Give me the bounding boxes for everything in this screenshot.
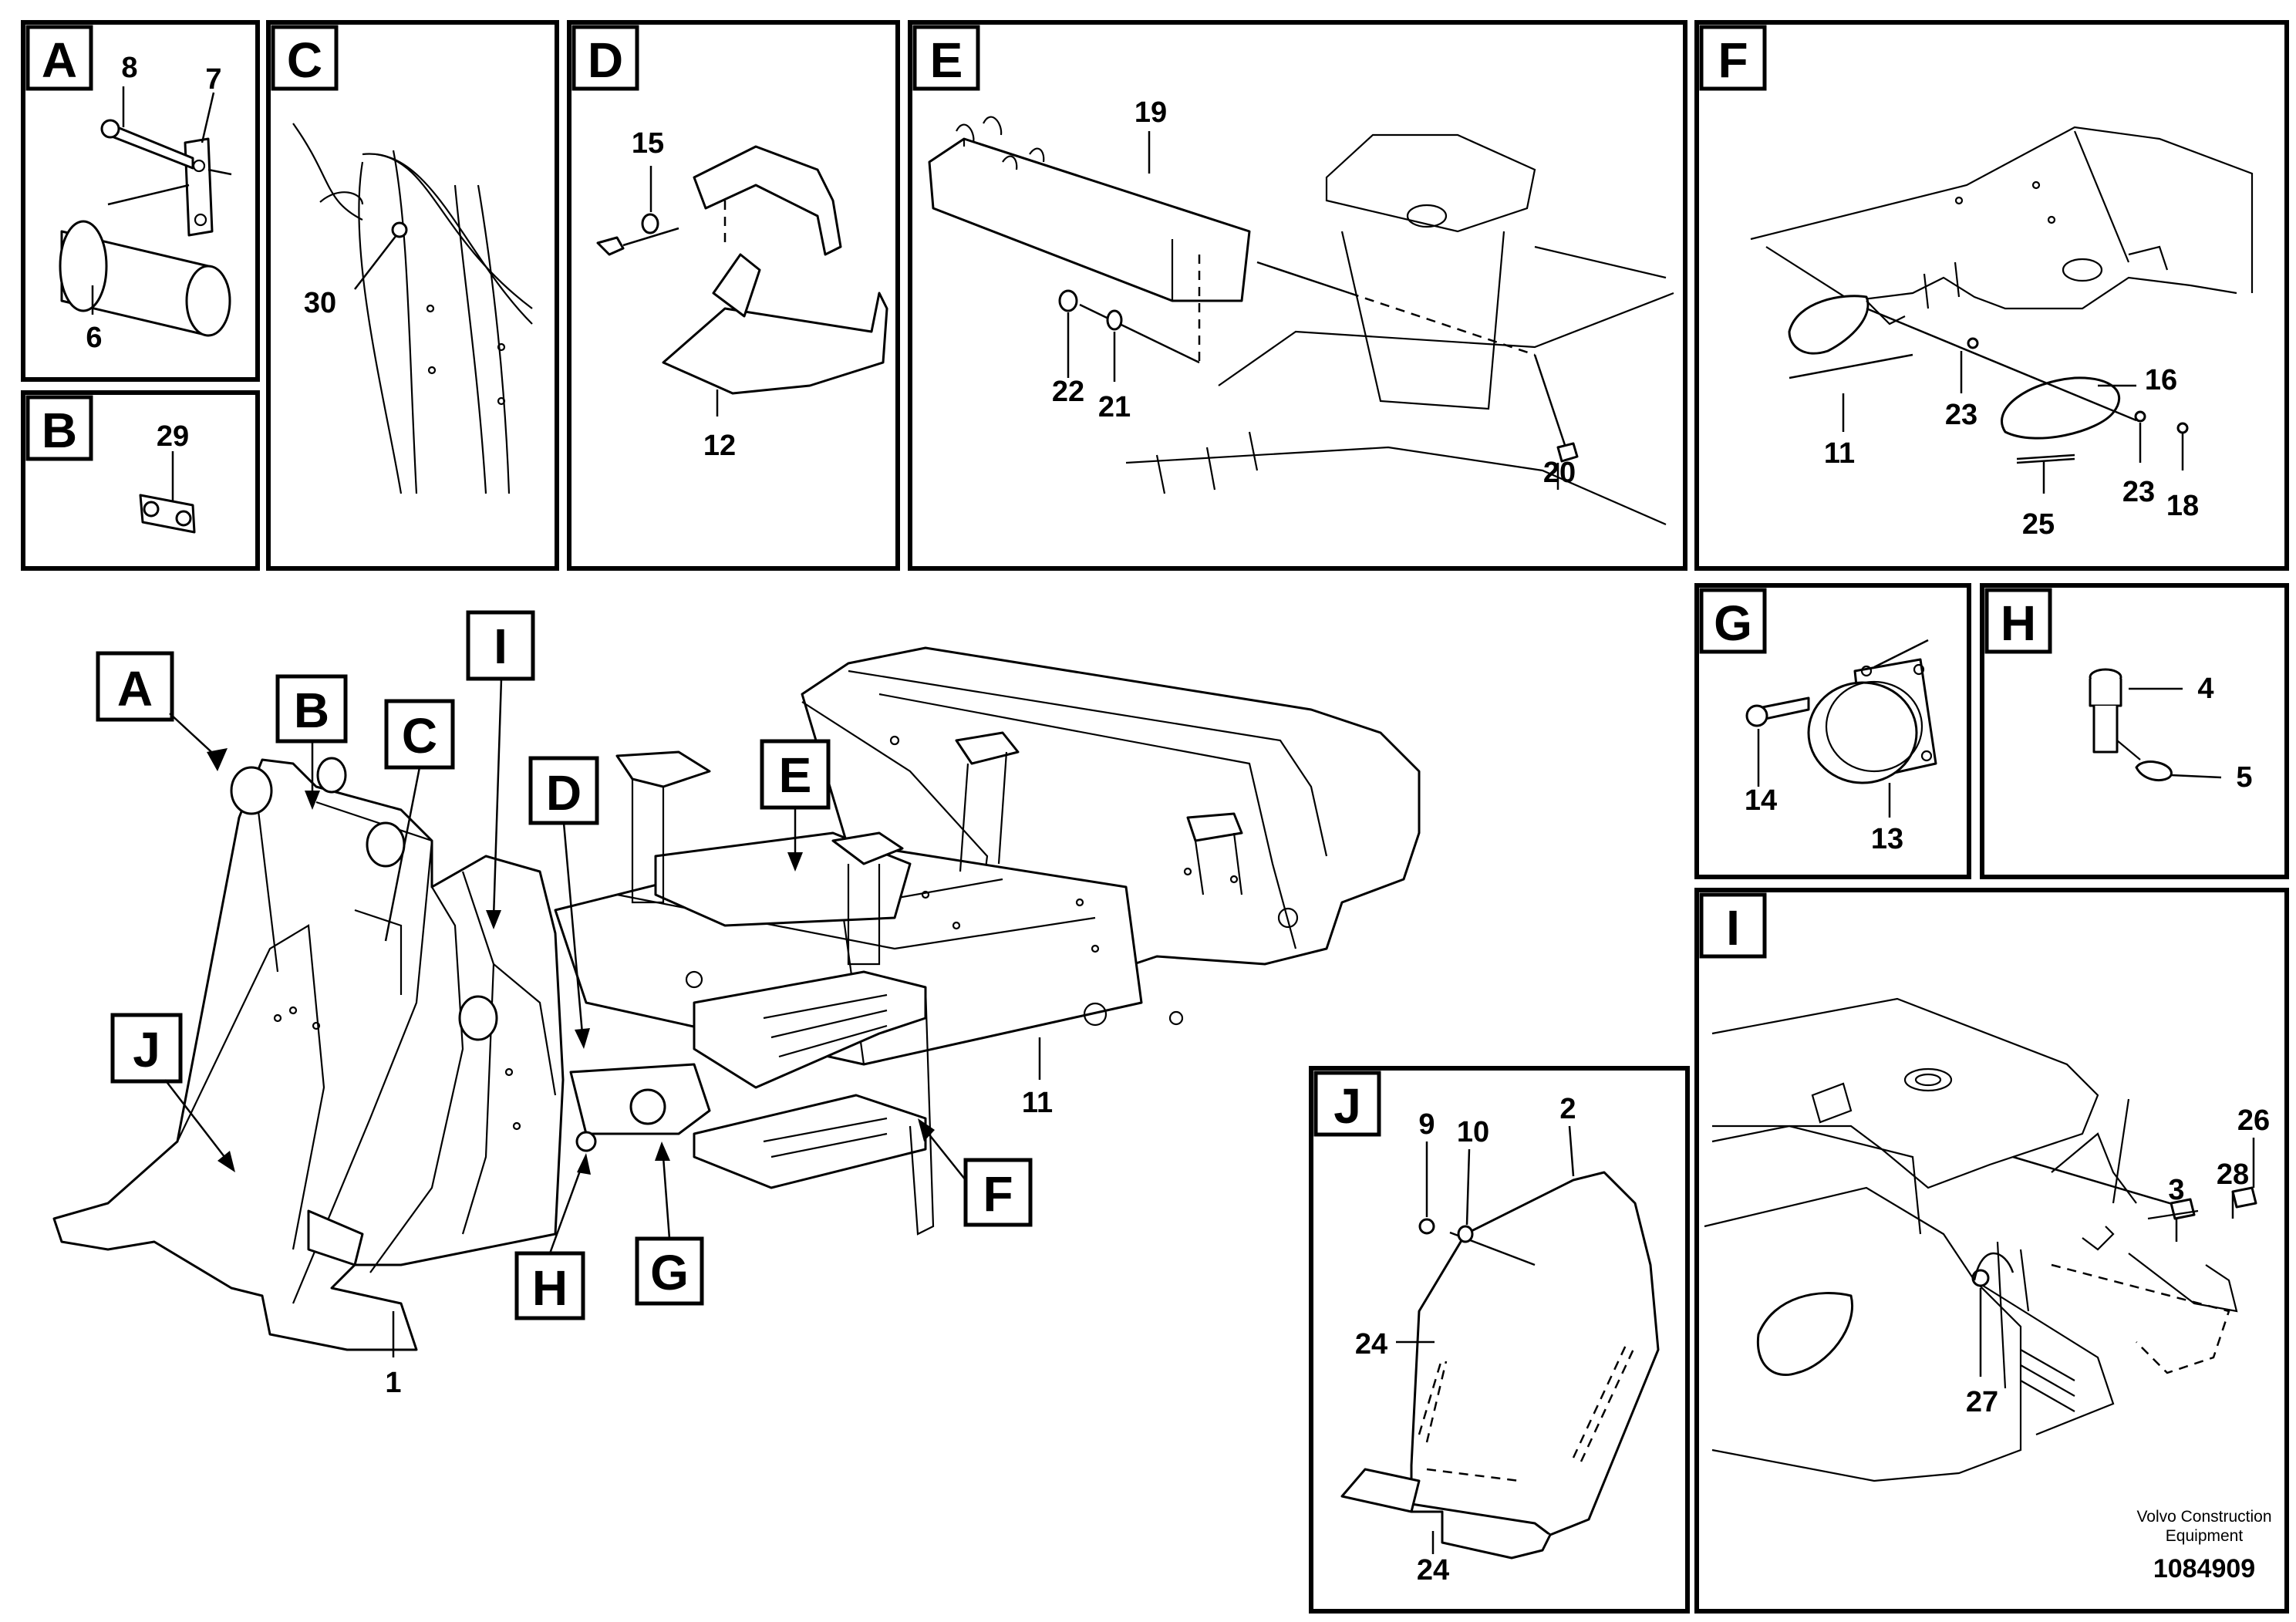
part-label-7: 7 bbox=[205, 63, 221, 96]
part-label-5: 5 bbox=[2236, 761, 2252, 794]
part-label-23: 23 bbox=[2122, 476, 2155, 508]
part-label-3: 3 bbox=[2168, 1174, 2184, 1206]
callout-c: C bbox=[402, 708, 437, 764]
part-label-9: 9 bbox=[1418, 1108, 1435, 1141]
part-label-6: 6 bbox=[86, 322, 102, 354]
panel-g-tag: G bbox=[1714, 595, 1752, 651]
callout-a: A bbox=[117, 661, 153, 717]
callout-h: H bbox=[532, 1260, 568, 1316]
panel-g: G 14 13 bbox=[1694, 583, 1971, 879]
callout-f: F bbox=[983, 1166, 1013, 1222]
panel-e-tag: E bbox=[930, 32, 963, 88]
guard-plate-illustration bbox=[1340, 1171, 1660, 1560]
part-label-2: 2 bbox=[1559, 1093, 1576, 1125]
overview-callouts: A B C I D E F G H J bbox=[96, 610, 1033, 1320]
bracket-illustration bbox=[596, 145, 888, 395]
part-label-24-lower: 24 bbox=[1417, 1554, 1449, 1587]
step-assembly-illustration bbox=[1704, 997, 2257, 1482]
overview-part-labels: 1 11 bbox=[385, 1037, 1053, 1399]
callout-b: B bbox=[294, 683, 329, 738]
brand-line-1: Volvo Construction bbox=[2136, 1508, 2271, 1526]
part-label-12: 12 bbox=[703, 430, 736, 462]
part-label-11: 11 bbox=[1824, 437, 1855, 470]
panel-f: F 11 23 16 23 bbox=[1694, 20, 2289, 571]
part-label-28: 28 bbox=[2217, 1158, 2249, 1191]
part-label-27: 27 bbox=[1966, 1386, 1998, 1418]
part-label-25: 25 bbox=[2022, 508, 2055, 541]
callout-j: J bbox=[133, 1022, 160, 1077]
document-number: 1084909 bbox=[2153, 1554, 2255, 1583]
panel-d: D 15 12 bbox=[567, 20, 900, 571]
panel-b: B 29 bbox=[21, 390, 260, 571]
brand-line-2: Equipment bbox=[2166, 1527, 2244, 1545]
panel-b-tag: B bbox=[42, 403, 77, 458]
panel-d-tag: D bbox=[588, 32, 623, 88]
frame-plate-illustration bbox=[292, 123, 533, 494]
part-label-16: 16 bbox=[2145, 364, 2177, 396]
panel-i-tag: I bbox=[1726, 900, 1740, 956]
part-label-18: 23 bbox=[1945, 399, 1977, 431]
part-label-15: 15 bbox=[632, 127, 664, 160]
callout-g: G bbox=[650, 1245, 689, 1300]
part-label-30: 30 bbox=[304, 287, 336, 319]
panel-a: A 8 7 6 bbox=[21, 20, 260, 382]
part-label-20: 20 bbox=[1543, 457, 1576, 489]
beam-illustration bbox=[928, 116, 1674, 526]
overview-part-1: 1 bbox=[385, 1367, 401, 1399]
part-label-24-upper: 24 bbox=[1355, 1328, 1387, 1361]
plate-illustration bbox=[139, 494, 196, 534]
callout-i: I bbox=[494, 619, 507, 674]
panel-i: I 3 26 28 bbox=[1694, 888, 2289, 1614]
part-label-17: 18 bbox=[2166, 490, 2199, 522]
part-label-29: 29 bbox=[157, 420, 189, 453]
panel-h-tag: H bbox=[2001, 595, 2036, 651]
side-panel-illustration bbox=[1750, 126, 2254, 464]
part-label-21: 21 bbox=[1098, 391, 1131, 423]
callout-e: E bbox=[779, 747, 812, 803]
cap-illustration bbox=[1745, 639, 1937, 784]
panel-a-tag: A bbox=[42, 32, 77, 88]
part-label-22: 22 bbox=[1052, 376, 1084, 408]
panel-j-tag: J bbox=[1333, 1078, 1361, 1134]
panel-c: C 30 bbox=[266, 20, 559, 571]
callout-d: D bbox=[546, 765, 582, 821]
part-label-13: 13 bbox=[1871, 823, 1903, 855]
pin-illustration bbox=[59, 119, 232, 337]
part-label-8: 8 bbox=[121, 52, 137, 84]
panel-h: H 4 5 bbox=[1980, 583, 2289, 879]
overview-part-11: 11 bbox=[1022, 1087, 1053, 1119]
part-label-4: 4 bbox=[2197, 673, 2213, 705]
panel-c-tag: C bbox=[287, 32, 322, 88]
part-label-10: 10 bbox=[1457, 1116, 1489, 1148]
panel-j: J 9 10 2 24 24 bbox=[1309, 1066, 1690, 1614]
part-label-19: 19 bbox=[1135, 96, 1167, 129]
panel-e: E 19 20 2 bbox=[908, 20, 1687, 571]
part-label-14: 14 bbox=[1745, 784, 1777, 817]
lock-pin-illustration bbox=[2089, 668, 2173, 782]
part-label-26: 26 bbox=[2237, 1104, 2270, 1137]
overview-frame-illustration bbox=[52, 646, 1421, 1351]
panel-f-tag: F bbox=[1718, 32, 1748, 88]
